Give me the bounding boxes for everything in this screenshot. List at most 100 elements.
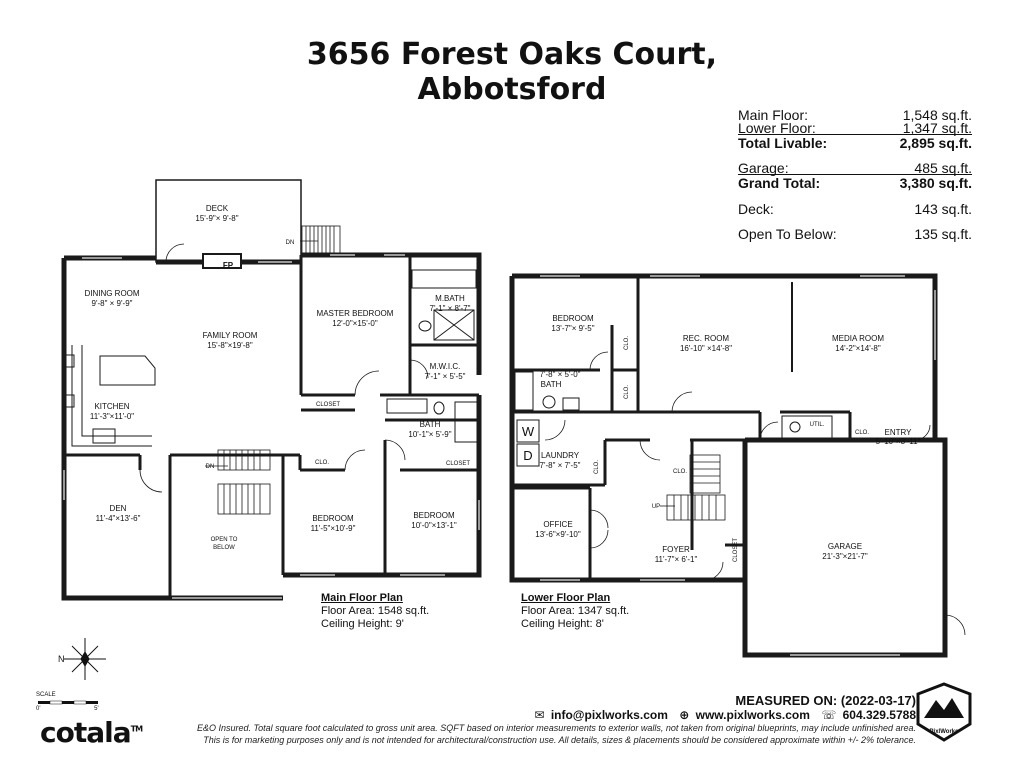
main-room-name-bed3: BEDROOM [413,511,455,520]
main-room-dims-deck: 15'-9"× 9'-8" [195,214,238,223]
lower-clo-label-vertical-1: CLO. [624,336,630,350]
fireplace [202,253,242,269]
main-room-dims-dining: 9'-8" × 9'-9" [92,299,133,308]
contact-website[interactable]: www.pixlworks.com [695,708,810,722]
contact-phone: 604.329.5788 [842,708,916,722]
lower-room-name-bed: BEDROOM [552,314,594,323]
main-floor-heading: Main Floor Plan [321,592,403,604]
main-room-dims-kitchen: 11'-3"×11'-0" [90,412,134,421]
lower-room-dims-entry: 5'-10"×3'-11" [876,437,921,446]
main-room-dims-mbath: 7'-1" × 8'-7" [430,304,471,313]
washer-label: W [522,424,535,439]
deck-stairs-dn-label: DN [286,240,295,246]
area-row-deck: Deck: 143 sq.ft. [738,201,972,217]
lower-room-dims-rec: 16'-10" ×14'-8" [680,344,732,353]
compass-icon: N [58,638,106,680]
main-room-dims-bed3: 10'-0"×13'-1" [411,521,457,530]
main-room-name-deck: DECK [206,204,229,213]
lower-floor-labels: BEDROOM 13'-7"× 9'-5" REC. ROOM 16'-10" … [522,314,921,564]
main-room-name-kitchen: KITCHEN [94,402,129,411]
lower-floor-heading: Lower Floor Plan [521,592,611,604]
lower-room-dims-media: 14'-2"×14'-8" [835,344,881,353]
main-door-swings [139,243,429,493]
pixlworks-badge-label: PixlWorks [930,729,960,735]
util-label: UTIL. [810,422,825,428]
page-title-address: 3656 Forest Oaks Court, [306,37,718,72]
main-room-dims-bath: 10'-1"× 5'-9" [408,430,451,439]
lower-room-dims-bed: 13'-7"× 9'-5" [551,324,594,333]
lower-floor-plan [509,273,966,658]
main-room-dims-den: 11'-4"×13'-6" [96,514,141,523]
main-clo-label: CLO. [315,460,329,466]
area-row-main-floor: Main Floor: 1,548 sq.ft. [738,107,972,123]
lower-room-dims-laundry: 7'-8" × 7'-5" [540,461,581,470]
lower-room-name-foyer: FOYER [662,545,690,554]
main-room-dims-mwic: 7'-1" × 5'-5" [425,372,466,381]
main-room-name-mbath: M.BATH [435,294,465,303]
contact-email[interactable]: info@pixlworks.com [550,708,668,722]
main-room-dims-master: 12'-0"×15'-0" [332,319,378,328]
main-floor-plan [61,179,482,601]
email-icon: ✉ [534,708,545,722]
scale-zero-label: 0' [36,706,41,712]
cotala-trademark: TM [130,724,143,734]
main-room-dims-family: 15'-8"×19'-8" [207,341,253,350]
main-floor-ceiling: Ceiling Height: 9' [321,618,404,630]
main-room-name-family: FAMILY ROOM [203,331,258,340]
area-row-open-to-below: Open To Below: 135 sq.ft. [738,226,972,242]
lower-clo-label: CLO. [673,469,687,475]
main-closet-label-2: CLOSET [446,461,470,467]
disclaimer-line-1: E&O Insured. Total square foot calculate… [196,723,916,733]
lower-clo-label-vertical-3: CLO. [594,460,600,474]
compass-north-label: N [58,654,65,664]
globe-icon: ⊕ [679,708,690,722]
main-closet-label-1: CLOSET [316,402,340,408]
scale-ticks: 0' 5' [36,706,99,712]
lower-room-name-media: MEDIA ROOM [832,334,884,343]
main-floor-caption: Main Floor Plan Floor Area: 1548 sq.ft. … [321,592,429,631]
dryer-label: D [523,448,532,463]
scale-bar [38,700,98,705]
main-stairs-dn-label: DN [206,464,215,470]
open-to-below-label-1: OPEN TO [211,537,238,543]
main-room-name-den: DEN [110,504,127,513]
main-windows [63,254,480,599]
scale-five-label: 5' [94,706,99,712]
lower-room-name-bath: BATH [541,380,562,389]
lower-room-name-rec: REC. ROOM [683,334,730,343]
area-row-grand-total: Grand Total: 3,380 sq.ft. [738,174,972,191]
lower-floor-caption: Lower Floor Plan Floor Area: 1347 sq.ft.… [521,592,629,631]
fireplace-label: FP [223,261,234,270]
main-floor-labels: DECK 15'-9"× 9'-8" DINING ROOM 9'-8" × 9… [84,204,470,551]
scale-label: SCALE [36,692,56,698]
lower-room-dims-office: 13'-6"×9'-10" [535,530,581,539]
open-to-below-label-2: BELOW [213,545,235,551]
lower-stairs [660,454,726,521]
kitchen-counters [65,345,156,447]
lower-room-name-laundry: LAUNDRY [541,451,580,460]
area-row-garage: Garage: 485 sq.ft. [738,160,972,176]
lower-room-name-garage: GARAGE [828,542,862,551]
lower-clo-label-entry: CLO. [855,430,869,436]
lower-stairs-up-label: UP [652,504,660,510]
cotala-logo: cotalaTM [40,716,143,749]
area-row-total-livable: Total Livable: 2,895 sq.ft. [738,134,972,151]
lower-room-dims-bath: 7'-8" × 5'-0" [540,370,581,379]
lower-floor-ceiling: Ceiling Height: 8' [521,618,604,630]
main-room-name-dining: DINING ROOM [84,289,139,298]
bath-fixtures [386,269,478,443]
lower-floor-area: Floor Area: 1347 sq.ft. [521,605,630,617]
page-title-city: Abbotsford [417,72,607,107]
main-room-name-bath: BATH [420,420,441,429]
lower-room-dims-garage: 21'-3"×21'-7" [822,552,868,561]
cotala-logo-text: cotala [40,716,132,749]
lower-windows [540,275,936,656]
lower-clo-label-vertical-2: CLO. [624,385,630,399]
disclaimer-line-2: This is for marketing purposes only and … [203,735,916,745]
main-interior-walls [64,255,479,598]
phone-icon: ☏ [821,708,837,722]
main-room-name-mwic: M.W.I.C. [430,362,461,371]
area-row-lower-floor: Lower Floor: 1,347 sq.ft. [738,120,972,136]
